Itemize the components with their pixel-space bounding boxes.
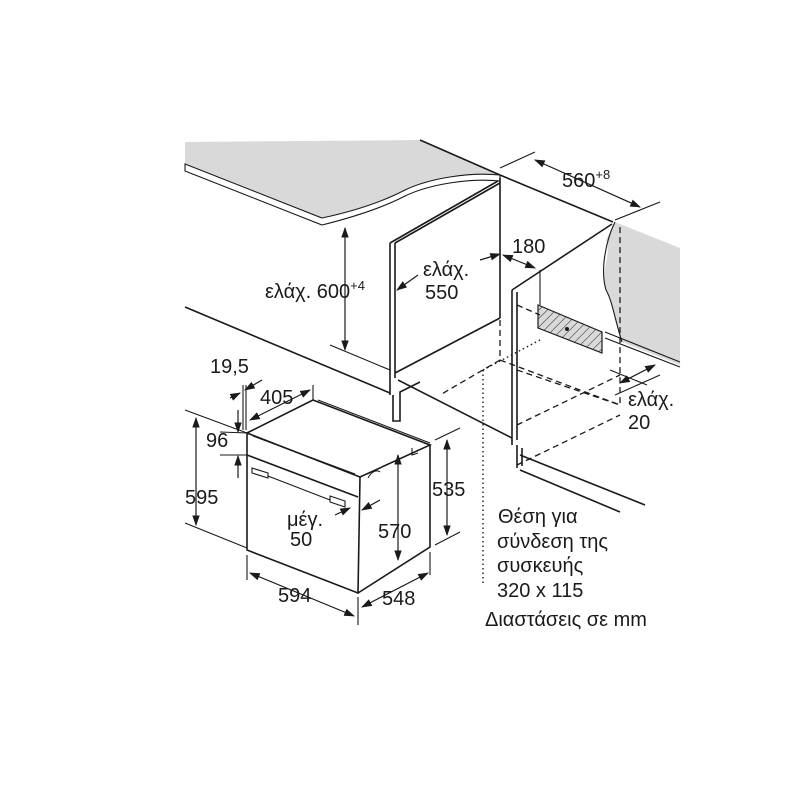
label-535: 535 <box>432 479 465 501</box>
label-min-20-prefix: ελάχ. <box>628 389 674 411</box>
label-min-550-prefix: ελάχ. <box>423 259 469 281</box>
connection-note: Θέση για σύνδεση της συσκευής 320 x 115 … <box>485 506 647 631</box>
label-405: 405 <box>260 387 293 409</box>
connection-area-hatch <box>537 304 603 354</box>
oven <box>245 399 433 595</box>
countertop <box>184 139 614 226</box>
label-560: 560+8 <box>562 167 610 192</box>
label-570: 570 <box>378 521 411 543</box>
floor-lines <box>184 306 646 513</box>
note-line-3: συσκευής <box>497 555 584 577</box>
label-550: 550 <box>425 282 458 304</box>
hidden-lines <box>439 225 621 585</box>
label-548: 548 <box>382 588 415 610</box>
label-595: 595 <box>185 487 218 509</box>
label-50: 50 <box>290 529 312 551</box>
label-20: 20 <box>628 412 650 434</box>
dimension-lines <box>184 151 661 625</box>
left-cabinet <box>389 178 501 422</box>
note-line-2: σύνδεση της <box>497 531 608 553</box>
label-180: 180 <box>512 236 545 258</box>
label-594: 594 <box>278 585 311 607</box>
units-note: Διαστάσεις σε mm <box>485 609 647 631</box>
note-line-4: 320 x 115 <box>497 580 583 602</box>
label-96: 96 <box>206 430 228 452</box>
note-line-1: Θέση για <box>498 506 578 528</box>
right-cabinet <box>511 221 681 468</box>
label-max-50-prefix: μέγ. <box>287 509 323 531</box>
label-19-5: 19,5 <box>210 356 249 378</box>
dimension-labels: 560+8 ελάχ. 600+4 ελάχ. 550 180 ελάχ. 20… <box>185 167 674 610</box>
label-min-600: ελάχ. 600+4 <box>265 278 365 303</box>
